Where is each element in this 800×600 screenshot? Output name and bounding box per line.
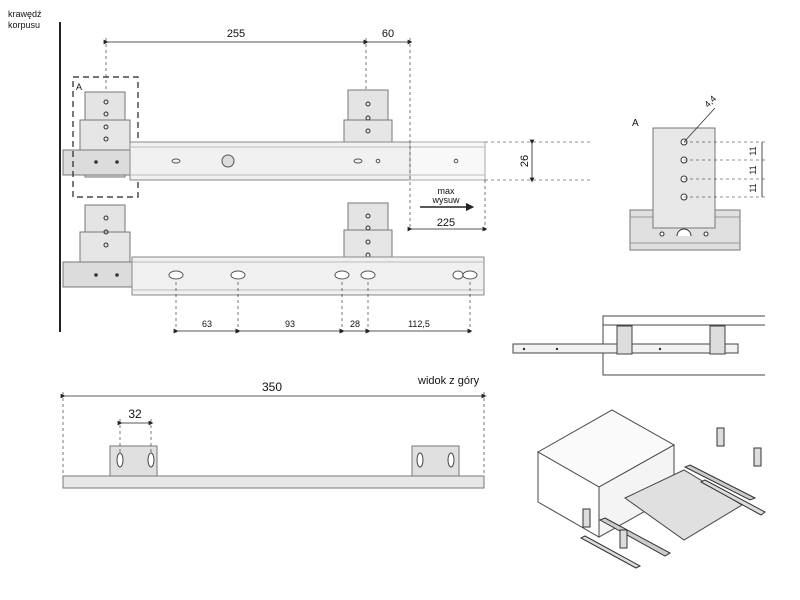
rail-slot bbox=[230, 270, 246, 280]
detail-a-frame bbox=[72, 76, 139, 198]
rail-slot bbox=[171, 158, 181, 164]
dim-63-label: 63 bbox=[202, 319, 212, 329]
dim-28-label: 28 bbox=[350, 319, 360, 329]
detail-a-title: A bbox=[632, 118, 639, 129]
hole bbox=[103, 111, 109, 117]
hole bbox=[365, 239, 371, 245]
bracket-small bbox=[616, 325, 633, 355]
hole bbox=[522, 347, 526, 351]
dim-350-label: 350 bbox=[262, 380, 282, 394]
side-view-small bbox=[512, 315, 765, 376]
max-extension-label-1: max bbox=[437, 186, 455, 196]
bottom-slide-assembly: 63 93 28 112,5 bbox=[62, 202, 485, 334]
iso-rail-left bbox=[598, 517, 672, 557]
top-view-label: widok z góry bbox=[417, 375, 480, 387]
hole bbox=[115, 160, 119, 164]
hole bbox=[103, 99, 109, 105]
hole bbox=[103, 242, 109, 248]
dim-225-label: 225 bbox=[437, 217, 455, 229]
hole bbox=[365, 225, 371, 231]
iso-bracket bbox=[619, 529, 628, 549]
dim-112-label: 112,5 bbox=[408, 319, 430, 329]
iso-bracket bbox=[716, 427, 725, 447]
mount-plate-left-bottom bbox=[62, 261, 134, 288]
hole bbox=[365, 128, 371, 134]
rail-slot bbox=[360, 270, 376, 280]
mount-plate-left-top bbox=[62, 149, 134, 176]
top-view: widok z góry 350 32 bbox=[60, 375, 487, 489]
rail-slot bbox=[334, 270, 350, 280]
top-slide-assembly: A 255 60 26 max wysuw bbox=[62, 28, 592, 232]
rail-roller bbox=[221, 154, 235, 168]
rail-slot bbox=[452, 270, 464, 280]
detail-a-view: A 4,4 11 11 11 bbox=[629, 93, 766, 251]
dim-255-label: 255 bbox=[227, 28, 245, 40]
hole-diameter-label: 4,4 bbox=[702, 93, 718, 109]
rail-slot bbox=[462, 270, 478, 280]
detail-notch bbox=[676, 228, 692, 237]
detail-hole bbox=[659, 231, 665, 237]
hole bbox=[365, 213, 371, 219]
iso-bracket bbox=[582, 508, 591, 528]
top-slot bbox=[147, 452, 155, 468]
pitch-label-3: 11 bbox=[748, 183, 758, 192]
hole bbox=[115, 273, 119, 277]
pitch-label-2: 11 bbox=[748, 165, 758, 174]
cabinet-edge-label-1: krawędź bbox=[8, 9, 42, 19]
dim-93-label: 93 bbox=[285, 319, 295, 329]
hole bbox=[103, 136, 109, 142]
bracket-small bbox=[709, 325, 726, 355]
hole bbox=[375, 158, 381, 164]
iso-rail-lower-left bbox=[579, 535, 642, 569]
detail-leader bbox=[683, 107, 716, 143]
iso-rail-right bbox=[683, 464, 757, 501]
hole bbox=[94, 160, 98, 164]
top-slot bbox=[416, 452, 424, 468]
hole bbox=[453, 158, 459, 164]
isometric-assembly bbox=[536, 409, 766, 569]
iso-bracket bbox=[753, 447, 762, 467]
hole bbox=[103, 215, 109, 221]
top-slot bbox=[447, 452, 455, 468]
bracket-right-bottom-step bbox=[343, 229, 393, 261]
dim-60-label: 60 bbox=[382, 28, 394, 40]
dim-26-label: 26 bbox=[519, 155, 531, 167]
hole bbox=[94, 273, 98, 277]
detail-hole bbox=[703, 231, 709, 237]
top-rail bbox=[62, 475, 485, 489]
hole bbox=[365, 101, 371, 107]
hole bbox=[555, 347, 559, 351]
rail-top-extension bbox=[409, 141, 486, 181]
cabinet-edge-group: krawędź korpusu bbox=[8, 9, 61, 332]
detail-a-marker: A bbox=[76, 82, 82, 92]
rail-bottom-body bbox=[131, 256, 485, 296]
max-extension-label-2: wysuw bbox=[431, 195, 460, 205]
dim-32-label: 32 bbox=[128, 407, 142, 421]
iso-rail-lower-right bbox=[699, 479, 766, 516]
hole bbox=[103, 229, 109, 235]
rail-slot bbox=[168, 270, 184, 280]
hole bbox=[365, 115, 371, 121]
rail-slot bbox=[353, 158, 363, 164]
hole bbox=[658, 347, 662, 351]
top-slot bbox=[116, 452, 124, 468]
pitch-label-1: 11 bbox=[748, 146, 758, 155]
cabinet-edge-label-2: korpusu bbox=[8, 20, 40, 30]
hole bbox=[103, 124, 109, 130]
